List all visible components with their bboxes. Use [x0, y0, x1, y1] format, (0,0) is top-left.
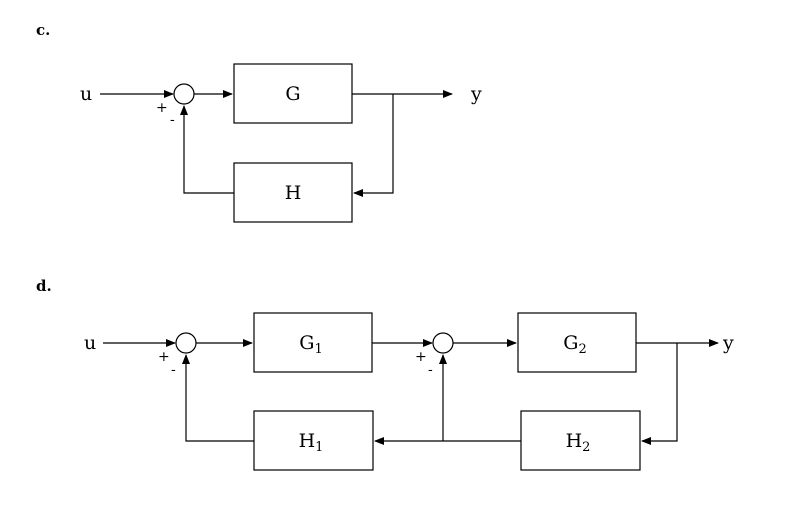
feedback-path-to-sum	[180, 105, 234, 194]
feedback-path-to-h	[353, 94, 394, 197]
block-g2-main: G	[563, 332, 578, 354]
diagram-c: c. u + - G y H	[36, 21, 482, 223]
block-g1-main: G	[299, 332, 314, 354]
diagram-d: d. u + - G1 + - G2 y H2 H1	[36, 277, 734, 471]
feedback-path-to-sum1	[182, 354, 254, 442]
block-h-label: H	[285, 182, 302, 204]
block-g2-sub: 2	[578, 342, 586, 357]
block-g1-label: G1	[299, 332, 322, 357]
input-label-u: u	[80, 83, 92, 105]
minus-sign-2: -	[428, 362, 433, 378]
plus-sign-2: +	[415, 349, 427, 365]
block-h1-sub: 1	[315, 440, 323, 455]
part-label-d: d.	[36, 277, 52, 295]
summing-junction-1	[175, 332, 197, 354]
block-h	[233, 162, 353, 223]
output-label-y: y	[470, 83, 482, 105]
input-label-u: u	[84, 332, 96, 354]
plus-sign-1: +	[158, 349, 170, 365]
block-g	[233, 63, 353, 124]
plus-sign: +	[156, 100, 168, 116]
summing-junction	[173, 83, 195, 105]
block-h1-main: H	[299, 430, 316, 452]
summing-junction-2	[432, 332, 454, 354]
block-g2-label: G2	[563, 332, 586, 357]
block-h2	[520, 410, 641, 471]
block-g2	[517, 312, 637, 373]
block-h2-label: H2	[566, 430, 591, 455]
block-g-label: G	[285, 83, 300, 105]
output-label-y: y	[722, 332, 734, 354]
block-h1-label: H1	[299, 430, 324, 455]
block-h2-sub: 2	[582, 440, 590, 455]
block-g1-sub: 1	[314, 342, 322, 357]
feedback-path-to-h2	[641, 343, 678, 445]
minus-sign: -	[170, 112, 175, 128]
block-g1	[253, 312, 373, 373]
block-h2-main: H	[566, 430, 583, 452]
minus-sign-1: -	[171, 362, 176, 378]
part-label-c: c.	[36, 21, 50, 39]
